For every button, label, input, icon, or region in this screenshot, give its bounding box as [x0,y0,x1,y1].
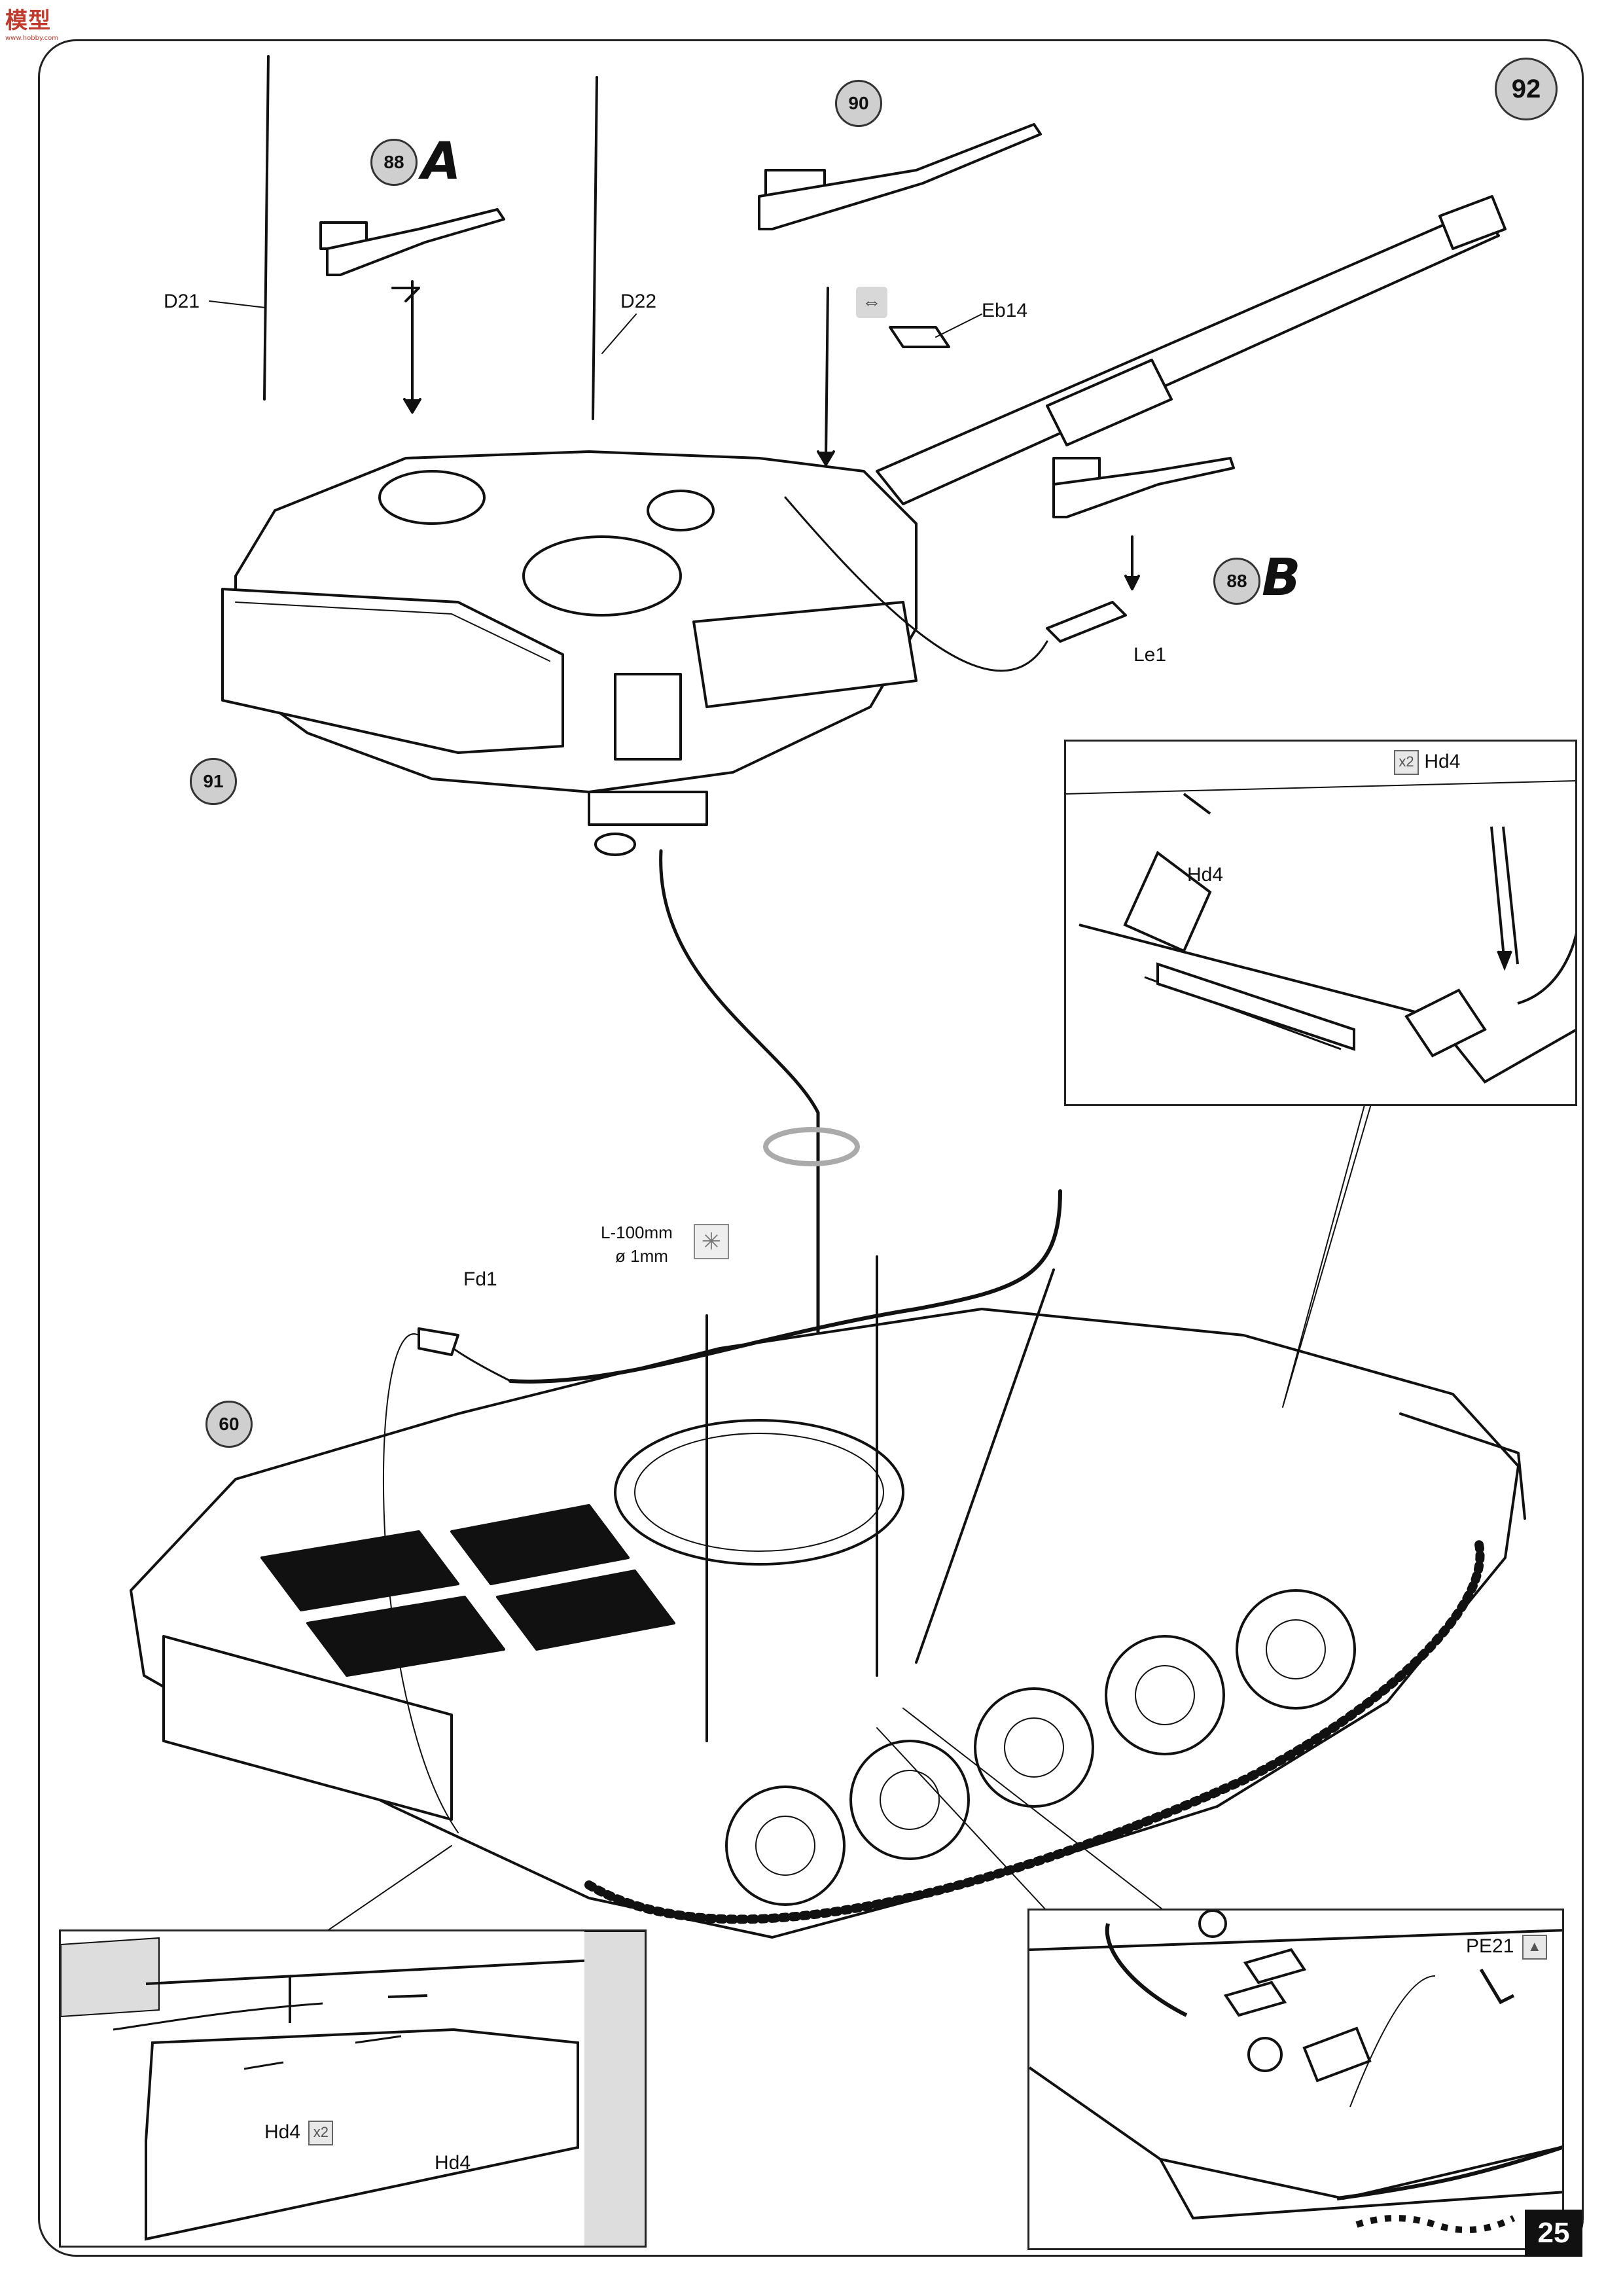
rotate-icon [763,1127,860,1166]
label-eb14: Eb14 [982,300,1028,321]
variant-letter-b: B [1262,548,1301,607]
main-gun-barrel [876,195,1507,505]
wire-icon: ✳ [694,1224,729,1259]
inset-wire-pe21 [1027,1909,1564,2250]
hd4-label-text: Hd4 [1424,750,1461,772]
site-logo: 模型 www.hobby.com [5,3,58,42]
pe21-label-text: PE21 [1466,1935,1514,1957]
turret-body [221,450,918,856]
inset-front-fender-hd4 [1064,740,1577,1106]
label-hd4-inset-bottom-left: Hd4 x2 [264,2121,334,2145]
inset-drawing-rear [61,1931,645,2246]
antenna-d21 [263,55,270,401]
label-d22: D22 [620,291,657,312]
inset-drawing [1066,780,1575,1084]
page-number: 25 [1525,2210,1582,2257]
label-pe21: PE21 ▲ [1466,1935,1547,1960]
machine-gun-90 [758,123,1042,466]
part-callout-88-b: 88 [1213,558,1260,605]
machine-gun-a [319,208,505,414]
logo-text: 模型 [5,8,51,34]
label-hd4-inset-bottom-right: Hd4 [435,2152,471,2174]
photo-etch-icon: ▲ [1522,1935,1547,1960]
label-le1: Le1 [1133,644,1167,666]
label-fd1: Fd1 [463,1268,497,1290]
logo-url: www.hobby.com [5,35,58,42]
part-callout-60: 60 [205,1401,253,1448]
part-callout-90: 90 [835,80,882,127]
multiplier-badge: x2 [308,2121,334,2145]
hd4-label-text: Hd4 [264,2121,301,2143]
label-d21: D21 [164,291,200,312]
label-hd4-inset-top-right: x2 Hd4 [1391,750,1460,775]
label-hd4-inset-top-left: Hd4 [1187,864,1224,886]
step-number-badge: 92 [1495,58,1558,120]
machine-gun-b [784,457,1235,672]
label-wire-diameter: ø 1mm [615,1246,668,1266]
part-callout-91: 91 [190,758,237,805]
antenna-d22 [592,76,598,420]
part-eb14 [889,326,950,348]
part-fd1 [418,1327,459,1356]
variant-letter-a: A [421,132,461,191]
inset-rear-box-hd4 [59,1929,647,2248]
wire-l100 [508,1189,1062,1384]
multiplier-badge: x2 [1394,750,1419,775]
label-wire-length: L-100mm [601,1223,673,1242]
inset-drawing-pe21 [1029,1910,1562,2233]
page-frame [38,39,1584,2257]
hull-body [130,1308,1526,1939]
part-le1 [1046,601,1127,643]
assembly-symbol-icon: ⇔ [856,287,887,318]
part-callout-88-a: 88 [370,139,418,186]
